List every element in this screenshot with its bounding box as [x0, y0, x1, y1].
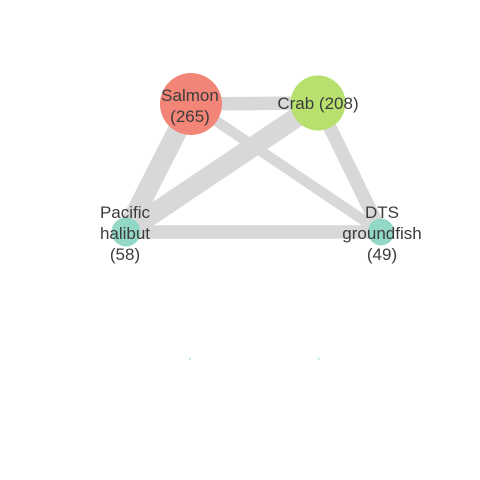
node-salmon[interactable] — [160, 73, 222, 135]
node-dts[interactable] — [367, 218, 395, 246]
edge-crab-halibut — [120, 94, 324, 241]
node-crab[interactable] — [290, 75, 346, 131]
node-label-line: (49) — [367, 245, 397, 264]
label-layer: Salmon (265) Crab (208) Pacific halibut (58) D… — [100, 86, 422, 264]
node-label-line: (58) — [110, 245, 140, 264]
node-label-line: Crab (208) — [277, 94, 358, 113]
speck-mark — [318, 358, 320, 360]
node-label-line: halibut — [100, 224, 150, 243]
node-label-line: DTS — [365, 203, 399, 222]
decorative-specks — [189, 358, 320, 360]
node-label-line: (265) — [170, 107, 210, 126]
node-layer — [111, 73, 395, 247]
speck-mark — [189, 358, 191, 360]
edge-salmon-dts — [188, 99, 384, 237]
node-halibut[interactable] — [111, 217, 141, 247]
node-label-halibut: Pacific halibut (58) — [100, 203, 151, 264]
edge-layer — [117, 94, 388, 241]
node-label-line: Salmon — [161, 86, 219, 105]
node-label-salmon: Salmon (265) — [161, 86, 219, 126]
node-label-dts: DTS groundfish (49) — [342, 203, 421, 264]
node-label-line: Pacific — [100, 203, 151, 222]
node-label-line: groundfish — [342, 224, 421, 243]
node-label-crab: Crab (208) — [277, 94, 358, 113]
